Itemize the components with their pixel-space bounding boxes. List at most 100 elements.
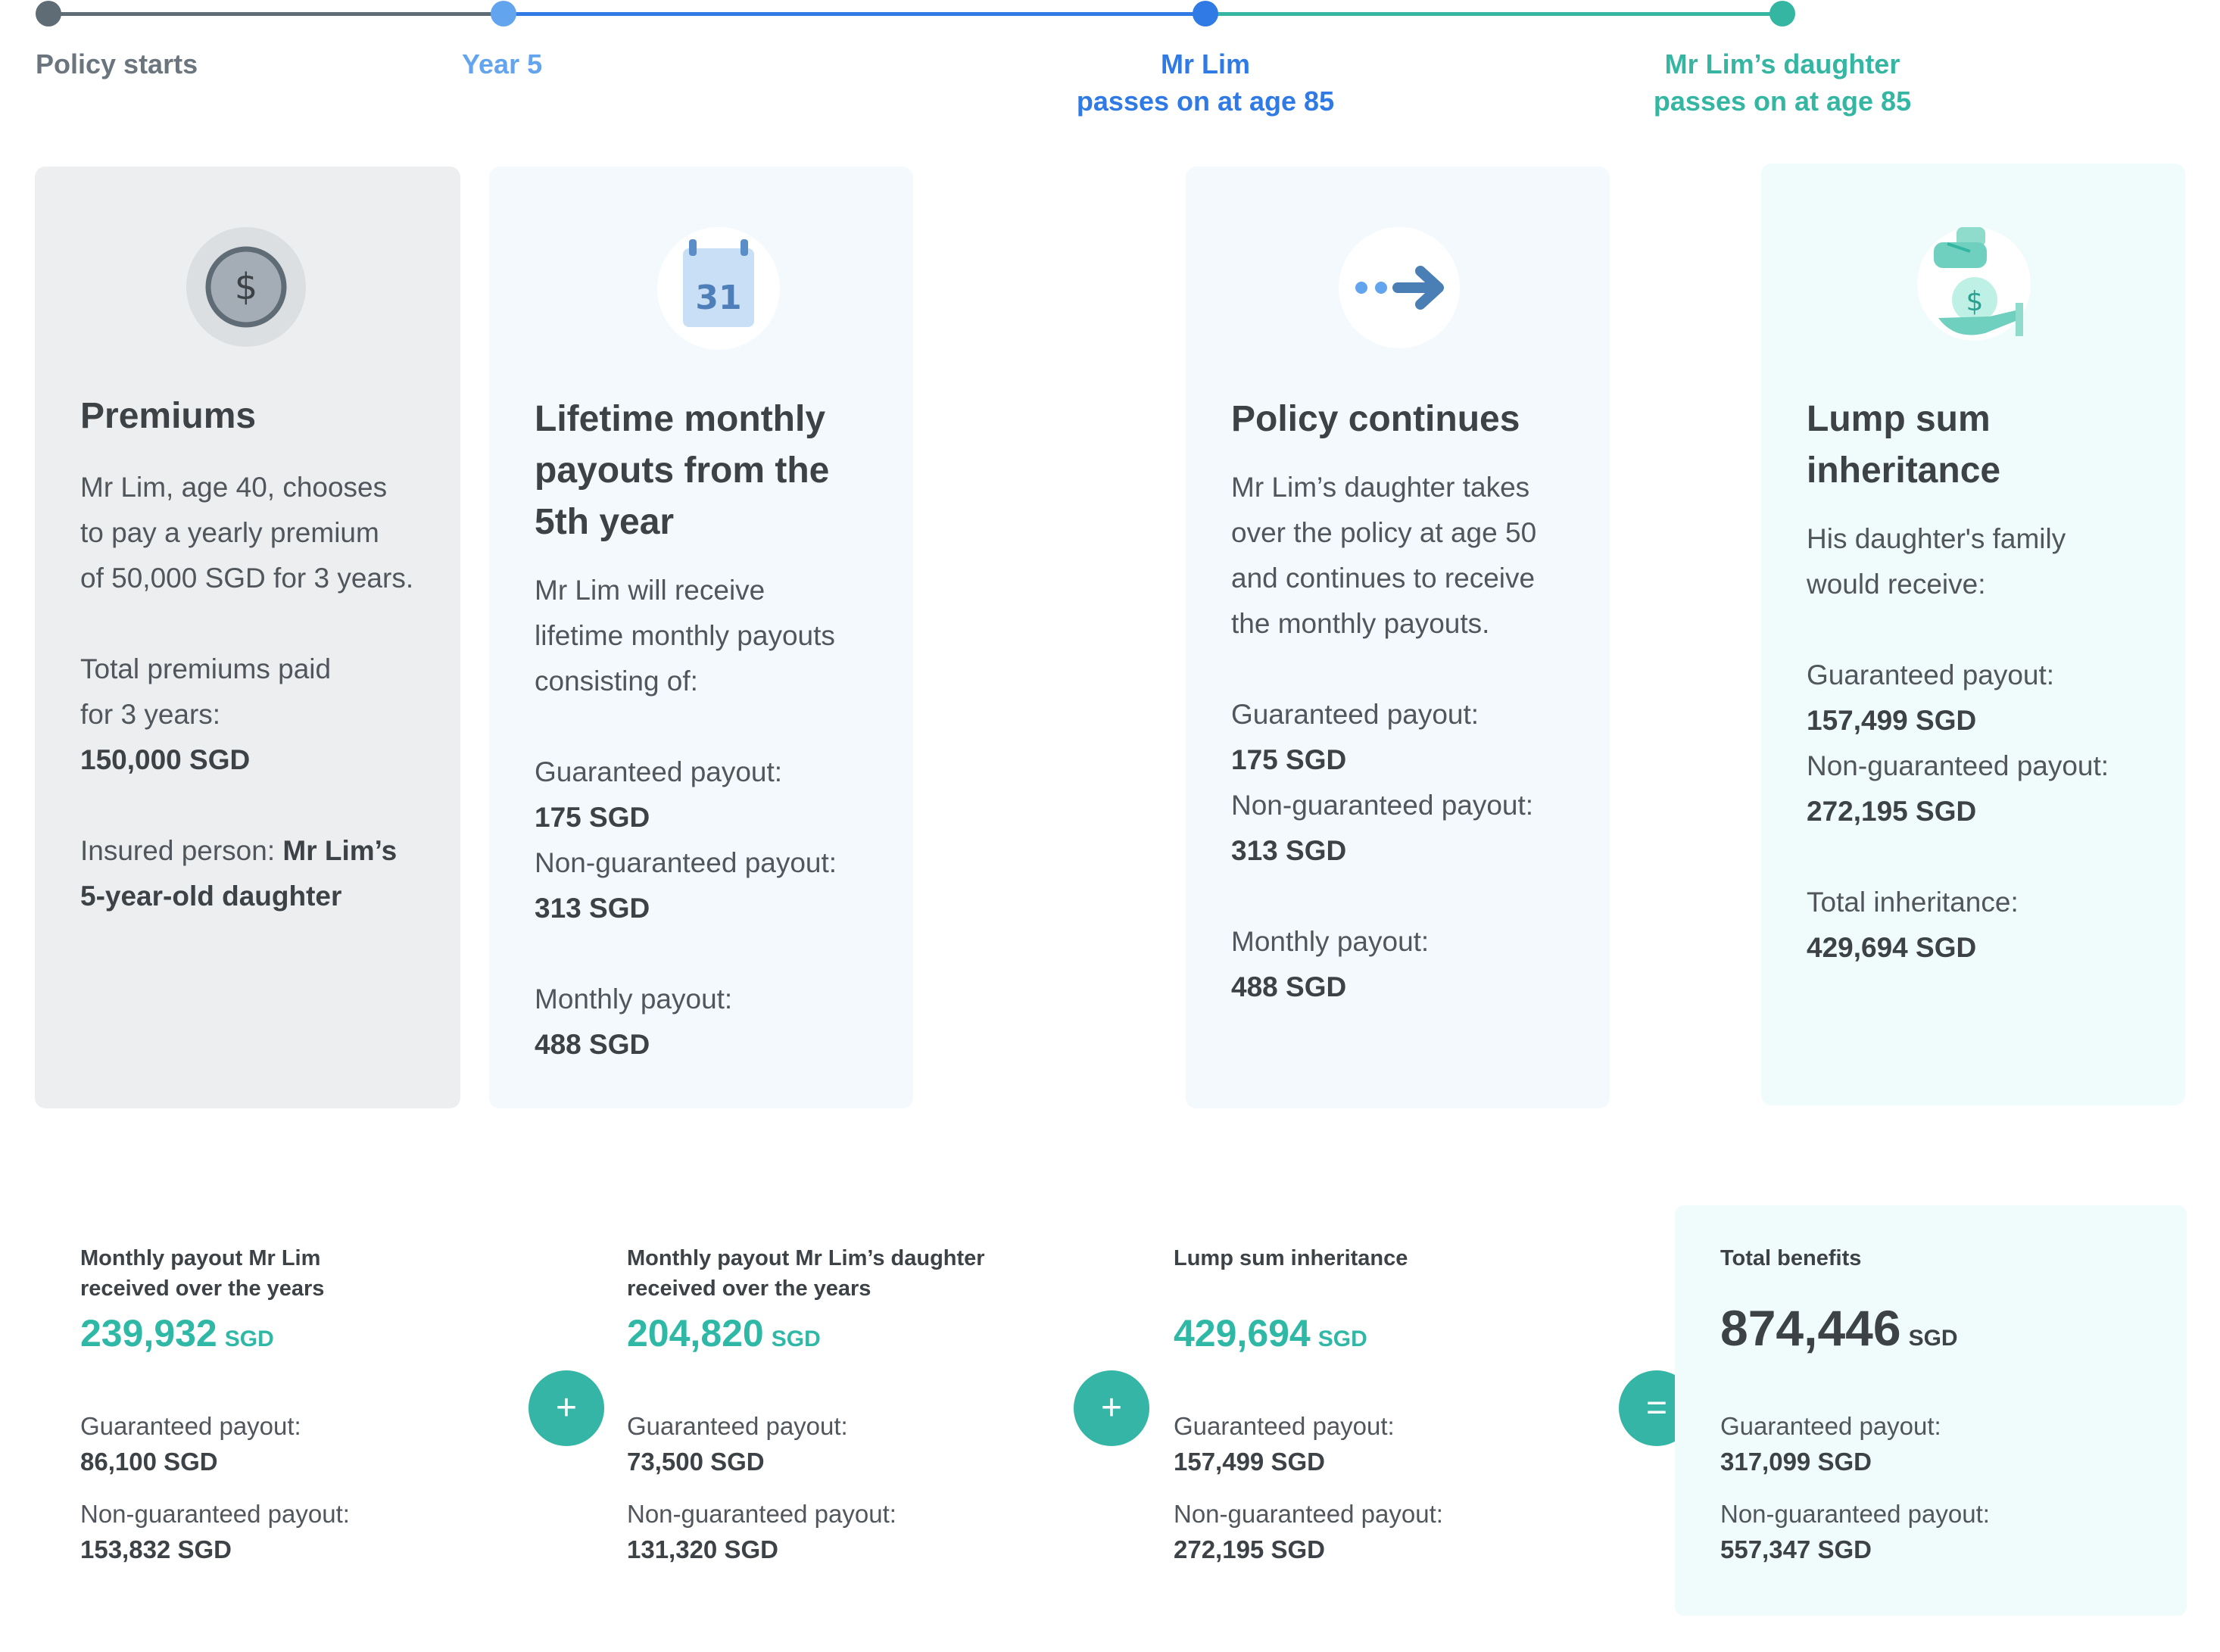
premiums-desc-line: of 50,000 SGD for 3 years. — [80, 563, 414, 594]
nonguaranteed-payout-value: 272,195 SGD — [1174, 1535, 1325, 1563]
premiums-title: Premiums — [80, 396, 257, 436]
timeline-dot-daughter — [1769, 1, 1795, 26]
summary-breakdown: Guaranteed payout: 86,100 SGD Non-guaran… — [80, 1408, 350, 1567]
guaranteed-payout-label: Guaranteed payout: — [535, 756, 783, 787]
premiums-desc-line: to pay a yearly premium — [80, 517, 379, 548]
guaranteed-payout-label: Guaranteed payout: — [1231, 699, 1479, 730]
monthly-payout-value: 488 SGD — [535, 1029, 650, 1060]
total-inheritance-value: 429,694 SGD — [1807, 932, 1977, 963]
guaranteed-payout-label: Guaranteed payout: — [1174, 1412, 1395, 1440]
svg-text:$: $ — [235, 266, 258, 308]
insured-person-label: Insured person: — [80, 835, 283, 866]
nonguaranteed-payout-label: Non-guaranteed payout: — [1231, 790, 1534, 821]
premiums-card: $ Premiums Mr Lim, age 40, chooses to pa… — [35, 167, 460, 1108]
summary-heading: Monthly payout Mr Lim’s daughter receive… — [627, 1243, 985, 1304]
premiums-total-label: Total premiums paid — [80, 653, 332, 684]
continues-desc-line: the monthly payouts. — [1231, 608, 1490, 639]
nonguaranteed-payout-value: 153,832 SGD — [80, 1535, 232, 1563]
plus-operator-2: + — [1074, 1370, 1149, 1446]
summary-heading-line: Monthly payout Mr Lim — [80, 1246, 321, 1270]
guaranteed-payout-value: 175 SGD — [535, 802, 650, 833]
summary-breakdown: Guaranteed payout: 73,500 SGD Non-guaran… — [627, 1408, 896, 1567]
summary-amount-number: 204,820 — [627, 1312, 764, 1354]
insured-person: Insured person: Mr Lim’s — [80, 828, 438, 874]
lump-sum-title: Lump sum inheritance — [1807, 394, 2155, 497]
timeline-segment-teal — [1207, 12, 1782, 16]
lifetime-desc-line: lifetime monthly payouts — [535, 620, 835, 651]
lifetime-desc-line: consisting of: — [535, 665, 698, 697]
timeline-dot-policy-start — [36, 1, 61, 26]
guaranteed-payout-value: 317,099 SGD — [1720, 1448, 1872, 1476]
insured-person-value: Mr Lim’s — [282, 835, 398, 866]
summary-amount-number: 874,446 — [1720, 1300, 1901, 1356]
summary-amount-unit: SGD — [771, 1326, 821, 1351]
timeline-label-year-5: Year 5 — [462, 48, 543, 79]
lump-sum-desc-line: would receive: — [1807, 569, 1986, 600]
nonguaranteed-payout-label: Non-guaranteed payout: — [1174, 1500, 1443, 1528]
nonguaranteed-payout-value: 313 SGD — [535, 893, 650, 924]
guaranteed-payout-value: 175 SGD — [1231, 744, 1347, 775]
summary-heading: Total benefits — [1720, 1243, 1861, 1273]
guaranteed-payout-value: 86,100 SGD — [80, 1448, 218, 1476]
lump-sum-title-line: Lump sum — [1807, 399, 1991, 439]
timeline-dot-mr-lim — [1193, 1, 1218, 26]
nonguaranteed-payout-label: Non-guaranteed payout: — [627, 1500, 896, 1528]
nonguaranteed-payout-value: 313 SGD — [1231, 835, 1347, 866]
policy-continues-card: Policy continues Mr Lim’s daughter takes… — [1186, 167, 1610, 1108]
premiums-total-value: 150,000 SGD — [80, 744, 251, 775]
calendar-icon-number: 31 — [695, 279, 741, 317]
timeline-label-policy-start: Policy starts — [36, 48, 198, 79]
guaranteed-payout-label: Guaranteed payout: — [627, 1412, 848, 1440]
monthly-payout-value: 488 SGD — [1231, 971, 1347, 1002]
summary-daughter-payout: Monthly payout Mr Lim’s daughter receive… — [627, 1205, 1096, 1616]
summary-amount: 204,820 SGD — [627, 1311, 821, 1355]
summary-heading-line: Lump sum inheritance — [1174, 1246, 1408, 1270]
summary-amount-number: 239,932 — [80, 1312, 217, 1354]
lump-sum-desc-line: His daughter's family — [1807, 523, 2066, 554]
timeline-label-mr-lim-line2: passes on at age 85 — [1076, 86, 1335, 117]
total-inheritance-label: Total inheritance: — [1807, 887, 2019, 918]
timeline-label-daughter: Mr Lim’s daughter passes on at age 85 — [1654, 45, 1911, 120]
timeline-segment-blue — [506, 12, 1207, 16]
lifetime-payouts-card: 31 Lifetime monthly payouts from the 5th… — [489, 167, 913, 1108]
summary-amount-unit: SGD — [1317, 1326, 1367, 1351]
guaranteed-payout-label: Guaranteed payout: — [1720, 1412, 1941, 1440]
timeline-dot-year-5 — [491, 1, 516, 26]
dollar-coin-icon: $ — [186, 227, 306, 347]
monthly-payout-label: Monthly payout: — [535, 983, 733, 1015]
guaranteed-payout-value: 157,499 SGD — [1807, 705, 1977, 736]
monthly-payout-label: Monthly payout: — [1231, 926, 1430, 957]
guaranteed-payout-value: 73,500 SGD — [627, 1448, 765, 1476]
nonguaranteed-payout-label: Non-guaranteed payout: — [80, 1500, 350, 1528]
premiums-desc-line: Mr Lim, age 40, chooses — [80, 472, 388, 503]
nonguaranteed-payout-value: 272,195 SGD — [1807, 796, 1977, 827]
money-bag-hand-icon: $ — [1917, 227, 2031, 341]
continues-desc-line: over the policy at age 50 — [1231, 517, 1537, 548]
summary-amount-unit: SGD — [224, 1326, 274, 1351]
guaranteed-payout-value: 157,499 SGD — [1174, 1448, 1325, 1476]
lifetime-payouts-body: Mr Lim will receive lifetime monthly pay… — [535, 568, 890, 1068]
svg-text:$: $ — [1966, 286, 1984, 317]
summary-heading-line: received over the years — [80, 1276, 325, 1301]
summary-heading: Monthly payout Mr Lim received over the … — [80, 1243, 324, 1304]
timeline-label-mr-lim-line1: Mr Lim — [1160, 48, 1251, 79]
premiums-body: Mr Lim, age 40, chooses to pay a yearly … — [80, 465, 438, 919]
timeline-label-daughter-line2: passes on at age 85 — [1653, 86, 1912, 117]
timeline-label-daughter-line1: Mr Lim’s daughter — [1664, 48, 1900, 79]
lifetime-desc-line: Mr Lim will receive — [535, 575, 765, 606]
calendar-icon: 31 — [657, 227, 780, 350]
timeline-label-mr-lim: Mr Lim passes on at age 85 — [1077, 45, 1334, 120]
nonguaranteed-payout-value: 557,347 SGD — [1720, 1535, 1872, 1563]
lifetime-payouts-title-line: 5th year — [535, 502, 675, 542]
nonguaranteed-payout-label: Non-guaranteed payout: — [1720, 1500, 1990, 1528]
arrow-continue-icon — [1339, 227, 1460, 348]
guaranteed-payout-label: Guaranteed payout: — [1807, 659, 2055, 690]
lifetime-payouts-title-line: Lifetime monthly — [535, 399, 826, 439]
lump-sum-body: His daughter's family would receive: Gua… — [1807, 516, 2162, 971]
lifetime-payouts-title-line: payouts from the — [535, 450, 830, 491]
summary-total-benefits: Total benefits 874,446 SGD Guaranteed pay… — [1675, 1205, 2187, 1616]
timeline-segment-grey — [48, 12, 506, 16]
summary-amount-unit: SGD — [1908, 1326, 1958, 1351]
